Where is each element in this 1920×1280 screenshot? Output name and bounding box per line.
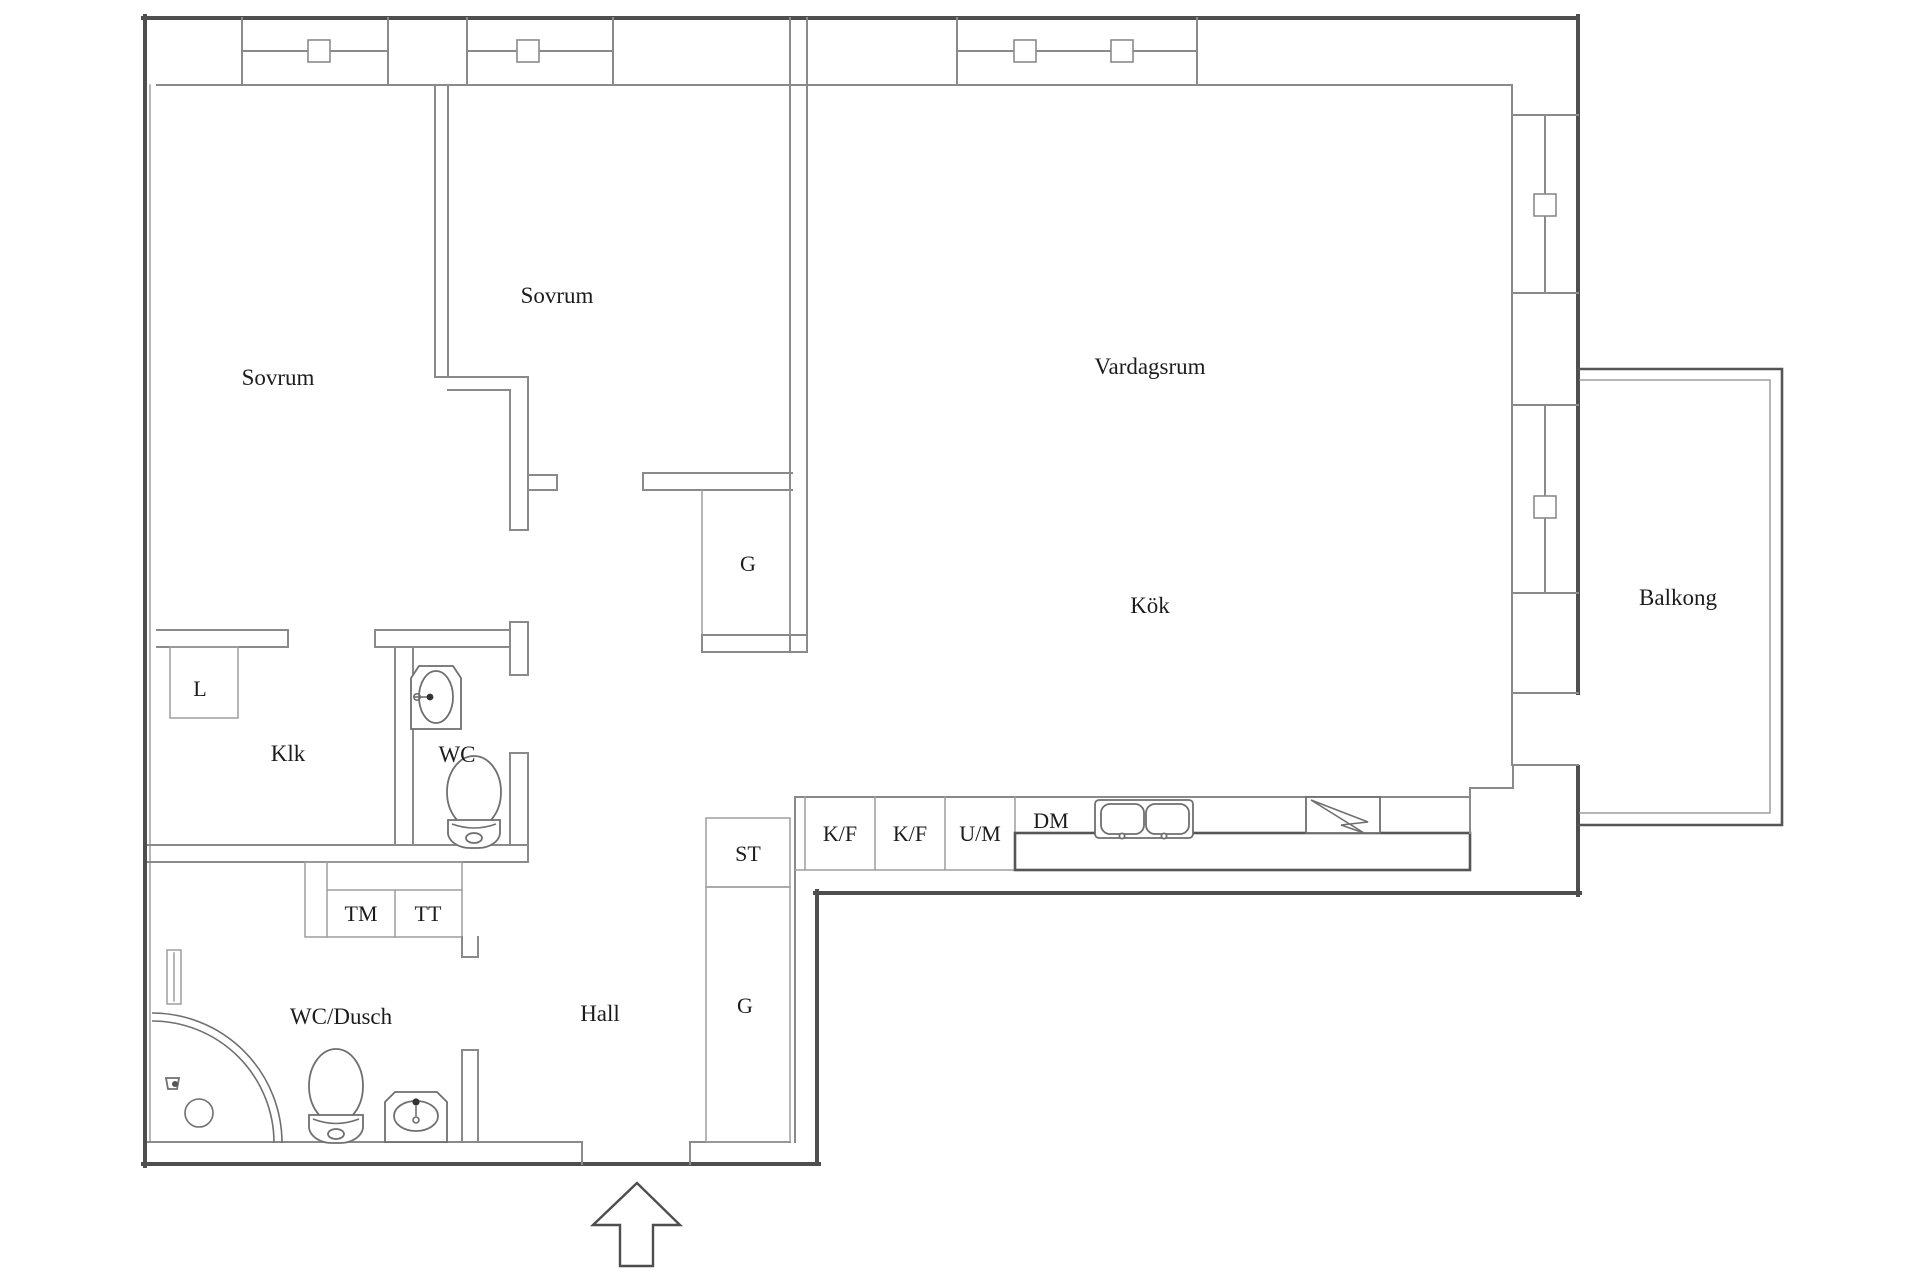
window-pane-icon xyxy=(1533,193,1557,519)
outer-walls xyxy=(141,14,1582,1168)
closet-label-bedroom-wardrobe: G xyxy=(740,551,756,576)
radiator-icon xyxy=(166,949,182,1005)
hall-closets xyxy=(705,796,796,1143)
kitchen-fittings xyxy=(794,764,1514,872)
kitchen-sink-icon xyxy=(1094,799,1194,840)
dusch-toilet-icon xyxy=(308,1048,364,1144)
counter-front xyxy=(1013,831,1472,872)
wc-toilet-icon xyxy=(446,755,502,849)
room-label-sovrum1: Sovrum xyxy=(242,365,315,390)
bedroom-wardrobe xyxy=(701,489,808,653)
room-label-hall: Hall xyxy=(580,1001,620,1026)
top-windows xyxy=(156,17,1513,86)
appliance-label-dm: DM xyxy=(1033,808,1068,833)
room-label-wc: WC xyxy=(438,742,475,767)
appliance-label-um: U/M xyxy=(959,821,1001,846)
room-label-vardagsrum: Vardagsrum xyxy=(1094,354,1205,379)
appliance-label-tt: TT xyxy=(415,901,442,926)
klk-wc-walls xyxy=(147,621,529,863)
room-label-kok: Kök xyxy=(1130,593,1170,618)
closet-label-cleaning: ST xyxy=(735,841,761,866)
wc-fixtures xyxy=(410,665,502,849)
closet-label-linen: L xyxy=(193,676,206,701)
room-label-sovrum2: Sovrum xyxy=(521,283,594,308)
appliance-label-kf1: K/F xyxy=(823,821,857,846)
appliance-label-kf2: K/F xyxy=(893,821,927,846)
right-windows xyxy=(1511,84,1579,766)
dusch-sink-icon xyxy=(384,1091,448,1143)
shower-icon xyxy=(151,1012,283,1144)
window-pane-icon xyxy=(307,39,1134,63)
entrance-arrow-icon xyxy=(590,1181,683,1268)
wc-dusch-walls xyxy=(147,1049,791,1165)
laundry-cabinet xyxy=(304,861,479,958)
room-label-klk: Klk xyxy=(271,741,306,766)
balcony-outline xyxy=(1576,367,1784,827)
linen-cabinet xyxy=(169,646,239,719)
wc-sink-icon xyxy=(410,665,462,730)
hall-wardrobe-closet xyxy=(705,886,791,1143)
appliance-label-tm: TM xyxy=(345,901,378,926)
wc-dusch-fixtures xyxy=(151,949,448,1144)
room-label-balkong: Balkong xyxy=(1639,585,1717,610)
stove-icon xyxy=(1305,796,1381,834)
room-label-wc-dusch: WC/Dusch xyxy=(290,1004,393,1029)
closet-label-hall-wardrobe: G xyxy=(737,993,753,1018)
